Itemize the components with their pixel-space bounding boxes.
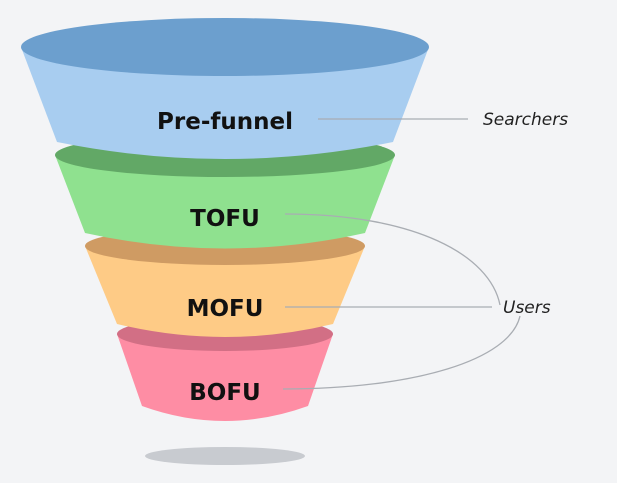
connector-users-bofu (282, 315, 521, 390)
group-label-users: Users (503, 298, 551, 318)
funnel-stage-tofu-label: TOFU (190, 206, 260, 232)
funnel-stage-pre-funnel-label: Pre-funnel (157, 109, 293, 135)
funnel-stage-pre-funnel: Pre-funnel (21, 18, 429, 159)
funnel-stage-pre-funnel-rim (21, 18, 429, 76)
funnel-stage-bofu-body (117, 334, 333, 421)
funnel-stage-bofu-label: BOFU (189, 380, 260, 406)
funnel-stage-pre-funnel-body (21, 47, 429, 159)
group-label-searchers: Searchers (483, 110, 568, 130)
funnel-stage-mofu-label: MOFU (187, 296, 264, 322)
funnel-stage-tofu-body (55, 155, 395, 249)
funnel-shadow (145, 447, 305, 465)
connector-lines (282, 118, 521, 390)
funnel-stage-mofu-body (85, 246, 365, 337)
connector-users-tofu (284, 213, 501, 306)
